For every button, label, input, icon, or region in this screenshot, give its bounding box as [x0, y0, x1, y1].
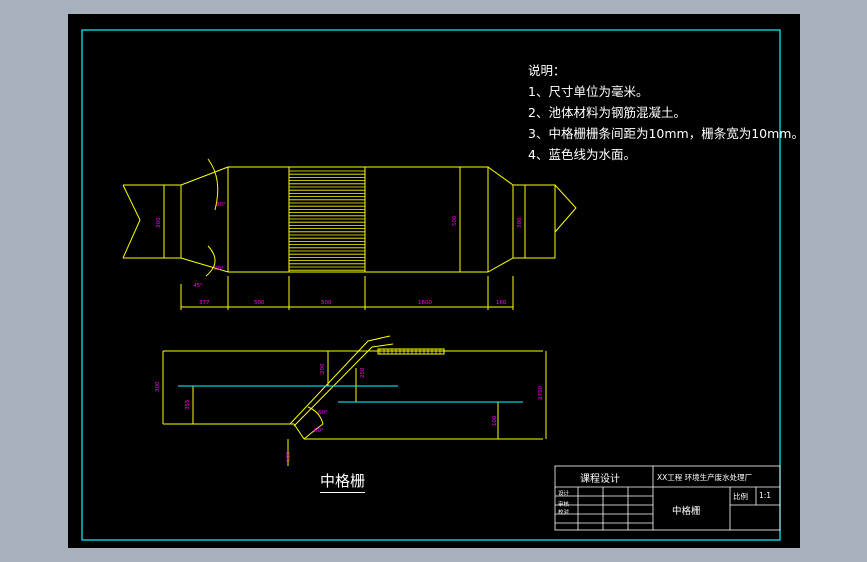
dim-sec-0: 300 — [155, 381, 161, 392]
note-1: 1、尺寸单位为毫米。 — [528, 84, 649, 99]
inner-frame — [81, 29, 781, 541]
tb-drawing-name: 中格栅 — [672, 506, 701, 517]
dim-plan-v1: 500 — [452, 215, 458, 226]
inlet-break — [122, 184, 141, 259]
dim-plan-v2: 300 — [517, 217, 523, 228]
dim-sec-4: 100 — [492, 415, 498, 426]
tb-project: XX工程 环境生产废水处理厂 — [657, 473, 753, 482]
tb-row-0: 设计 — [558, 491, 570, 497]
dim-sec-6: 60° — [318, 410, 328, 416]
dim-sec-8: 100 — [286, 451, 292, 462]
section-view — [162, 335, 547, 466]
dim-plan-2: 500 — [321, 300, 332, 306]
notes: 说明： 1、尺寸单位为毫米。 2、池体材料为钢筋混凝土。 3、中格栅栅条间距为1… — [528, 60, 804, 165]
tb-course: 课程设计 — [580, 474, 620, 485]
tb-scale-value: 1:1 — [759, 491, 772, 500]
dim-angle-0: 30° — [216, 202, 226, 208]
water-lines — [178, 385, 523, 403]
dim-sec-2: 200 — [320, 363, 326, 374]
dim-plan-4: 160 — [496, 300, 507, 306]
dim-plan-3: 1600 — [418, 300, 432, 306]
drawing-sheet: 377 500 500 1600 160 300 500 300 30° 30°… — [68, 14, 804, 548]
dim-angle-1: 30° — [214, 266, 224, 272]
drawing-caption: 中格栅 — [320, 470, 366, 493]
dim-sec-5: 2750 — [538, 386, 544, 400]
dim-angle-2: 45° — [193, 283, 203, 289]
dim-plan-1: 500 — [254, 300, 265, 306]
note-4: 4、蓝色线为水面。 — [528, 147, 636, 162]
cad-drawing: 377 500 500 1600 160 300 500 300 30° 30°… — [81, 29, 781, 541]
tb-row-1: 审核 — [558, 502, 570, 508]
dim-sec-3: 250 — [360, 367, 366, 378]
inlet-channel — [123, 184, 182, 259]
plan-dimension-texts: 377 500 500 1600 160 300 500 300 30° 30°… — [156, 202, 523, 306]
dim-plan-0: 377 — [199, 300, 210, 306]
section-dimension-texts: 300 355 200 250 100 2750 60° 60° 100 — [155, 363, 544, 462]
dim-sec-7: 60° — [314, 428, 324, 434]
tb-row-2: 校对 — [558, 510, 570, 516]
grating — [288, 166, 366, 273]
dim-sec-1: 355 — [185, 399, 191, 410]
dim-plan-v0: 300 — [156, 217, 162, 228]
title-block-lines — [554, 465, 781, 531]
note-3: 3、中格栅栅条间距为10mm，栅条宽为10mm。 — [528, 126, 804, 141]
tb-scale-label: 比例 — [733, 492, 748, 501]
note-2: 2、池体材料为钢筋混凝土。 — [528, 105, 686, 120]
plan-view — [122, 158, 577, 310]
notes-title: 说明： — [528, 63, 566, 78]
